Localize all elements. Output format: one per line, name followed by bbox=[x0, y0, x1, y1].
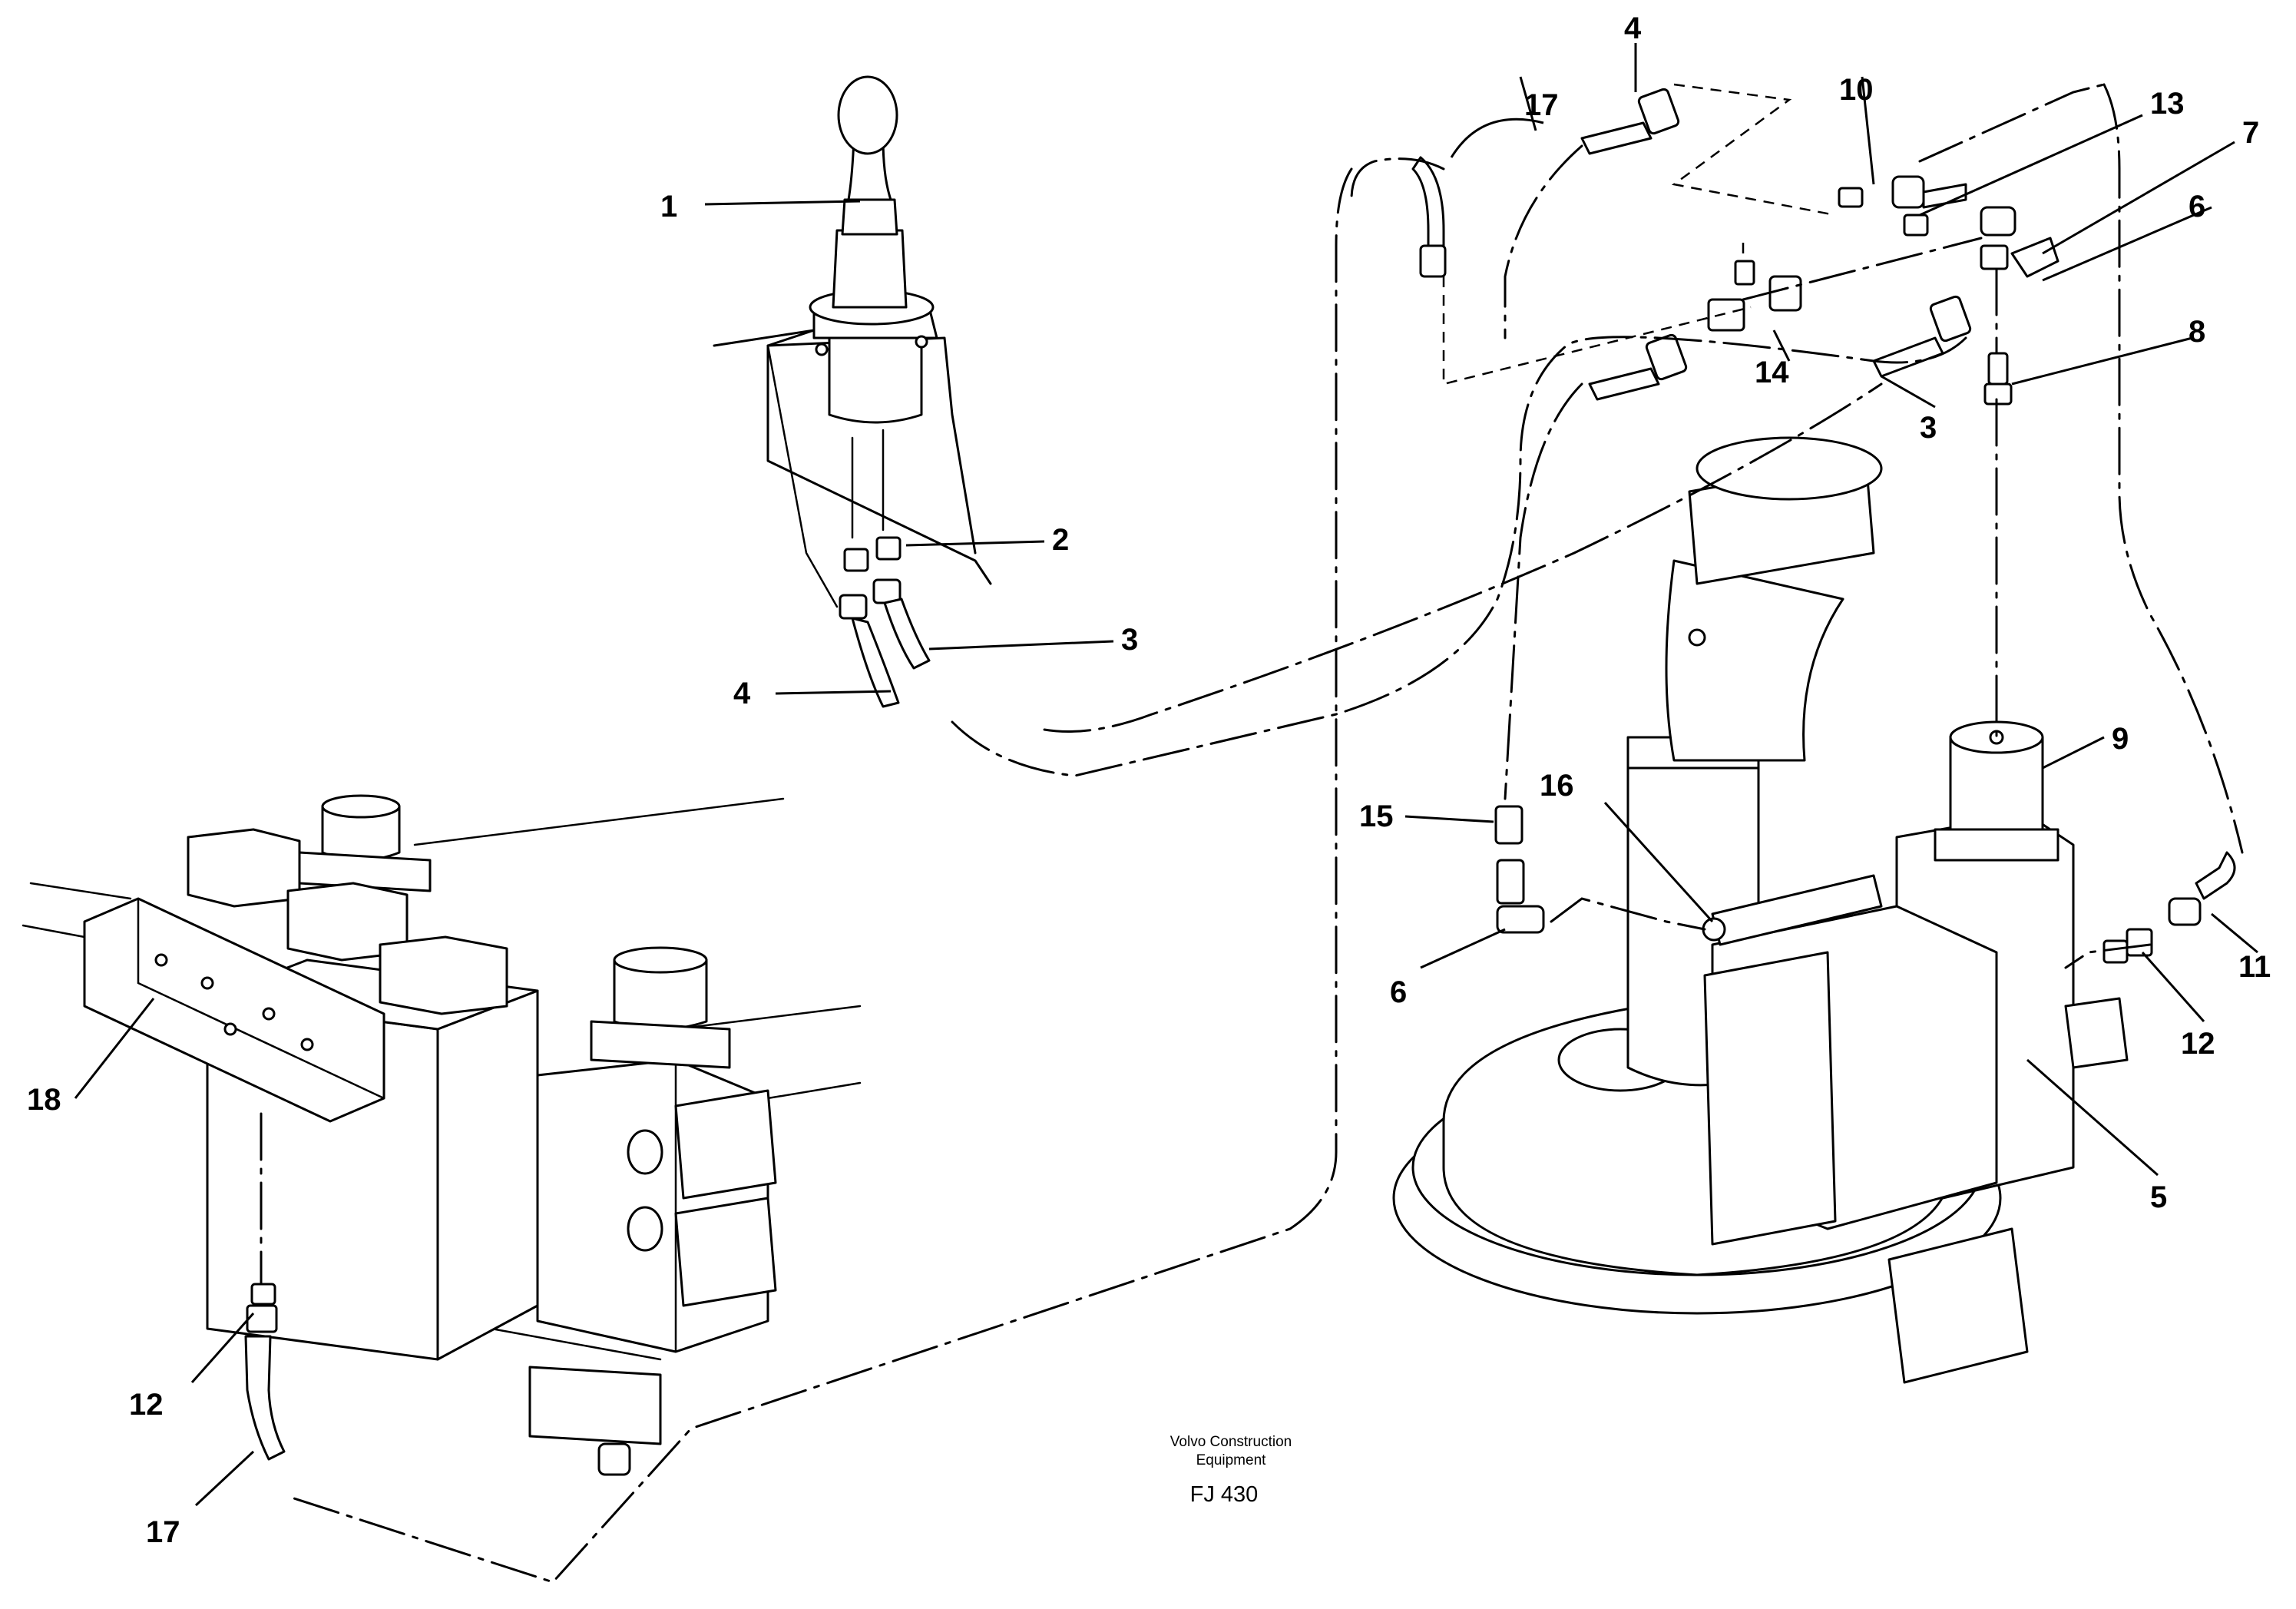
callout-6: 6 bbox=[1390, 975, 1407, 1009]
hose-routing bbox=[260, 83, 2244, 1584]
callout-4: 4 bbox=[733, 677, 751, 710]
callout-5: 5 bbox=[2150, 1180, 2167, 1214]
callout-7: 7 bbox=[2242, 116, 2259, 150]
credit-line-2: Equipment bbox=[1196, 1452, 1267, 1468]
callout-17: 17 bbox=[1524, 88, 1559, 122]
callout-1: 1 bbox=[660, 190, 677, 223]
callout-4: 4 bbox=[1624, 12, 1642, 45]
callout-14: 14 bbox=[1755, 356, 1789, 389]
callout-9: 9 bbox=[2112, 722, 2129, 756]
callout-2: 2 bbox=[1052, 523, 1069, 557]
callout-16: 16 bbox=[1540, 769, 1574, 803]
callout-3: 3 bbox=[1121, 623, 1138, 657]
callout-12: 12 bbox=[129, 1388, 164, 1422]
callout-11: 11 bbox=[2238, 950, 2271, 984]
callout-13: 13 bbox=[2150, 87, 2185, 121]
callout-8: 8 bbox=[2188, 315, 2205, 349]
callout-18: 18 bbox=[27, 1083, 61, 1117]
figure-code: FJ 430 bbox=[1190, 1482, 1259, 1507]
credit-line-1: Volvo Construction bbox=[1170, 1434, 1292, 1450]
control-valve-assembly bbox=[22, 794, 862, 1476]
leader-lines bbox=[74, 43, 2258, 1507]
callout-labels: 1 2 3 3 4 4 5 6 6 7 8 9 10 11 12 12 13 1… bbox=[27, 12, 2271, 1549]
swing-motor-assembly bbox=[1392, 436, 2129, 1384]
callout-15: 15 bbox=[1359, 800, 1394, 833]
callout-17: 17 bbox=[146, 1515, 180, 1549]
credit-block: Volvo Construction Equipment FJ 430 bbox=[1170, 1434, 1292, 1507]
callout-6: 6 bbox=[2188, 190, 2205, 223]
joystick-fittings bbox=[839, 536, 931, 708]
callout-3: 3 bbox=[1920, 411, 1937, 445]
hose-fittings-upper bbox=[244, 88, 2236, 1461]
joystick-lever bbox=[713, 75, 992, 608]
callout-12: 12 bbox=[2181, 1027, 2215, 1061]
callout-10: 10 bbox=[1839, 73, 1874, 107]
